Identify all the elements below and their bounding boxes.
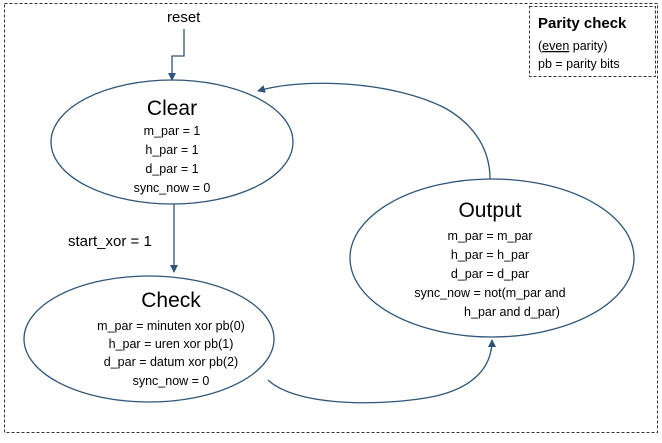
legend-box	[529, 6, 656, 77]
arrow-check-to-output	[267, 339, 496, 404]
state-output-name: Output	[458, 199, 521, 222]
state-output-ellipse	[349, 178, 635, 338]
state-clear-line: m_par = 1	[144, 124, 201, 138]
state-check-line: d_par = datum xor pb(2)	[104, 355, 238, 369]
transition-label-start-xor: start_xor = 1	[68, 233, 152, 250]
state-output: Output m_par = m_par h_par = h_par d_par…	[349, 178, 635, 338]
state-clear-name: Clear	[147, 97, 197, 120]
state-check-line: h_par = uren xor pb(1)	[109, 337, 234, 351]
state-output-line: sync_now = not(m_par and	[414, 286, 565, 300]
reset-arrow	[168, 29, 185, 81]
state-clear-ellipse	[50, 79, 294, 205]
state-output-line: h_par = h_par	[451, 248, 529, 262]
legend-line-pb: pb = parity bits	[538, 57, 620, 71]
state-clear: Clear m_par = 1 h_par = 1 d_par = 1 sync…	[50, 79, 294, 205]
state-clear-line: d_par = 1	[145, 162, 198, 176]
state-output-line: m_par = m_par	[447, 229, 532, 243]
state-check-name: Check	[141, 289, 201, 312]
state-check-line: sync_now = 0	[133, 374, 210, 388]
state-check-line: m_par = minuten xor pb(0)	[97, 319, 245, 333]
state-output-line: d_par = d_par	[451, 267, 529, 281]
state-clear-line: sync_now = 0	[134, 181, 211, 195]
reset-label: reset	[167, 9, 201, 26]
legend: Parity check (even parity) pb = parity b…	[529, 6, 656, 77]
state-check: Check m_par = minuten xor pb(0) h_par = …	[23, 275, 275, 403]
arrow-output-to-clear	[257, 82, 491, 180]
legend-line-even: (even parity)	[538, 39, 607, 53]
legend-title: Parity check	[538, 15, 627, 32]
state-clear-line: h_par = 1	[145, 143, 198, 157]
diagram-frame	[4, 3, 658, 433]
state-output-line: h_par and d_par)	[464, 305, 560, 319]
state-check-ellipse	[23, 275, 275, 403]
